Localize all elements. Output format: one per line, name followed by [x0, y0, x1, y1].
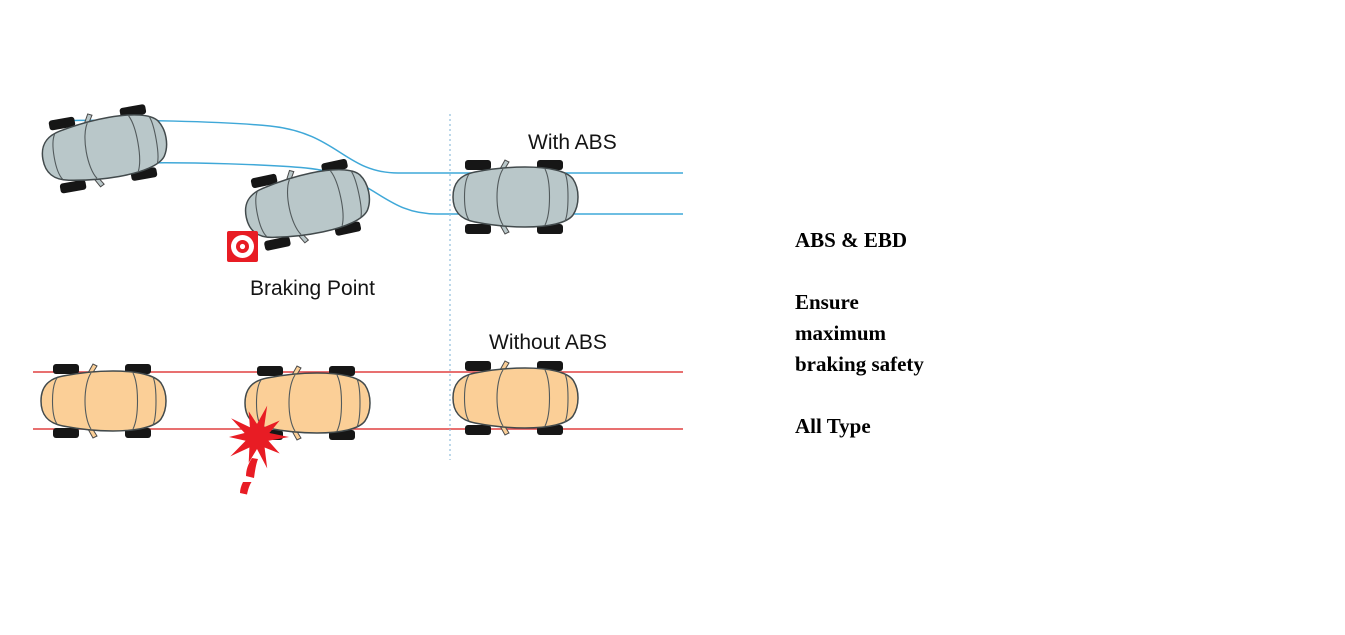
braking-point-icon	[227, 231, 258, 262]
braking-point-label: Braking Point	[250, 277, 375, 300]
car-with-abs-approaching	[452, 159, 579, 235]
crash-icon	[229, 405, 289, 495]
feature-footer: All Type	[795, 414, 871, 438]
skid-mark-icon	[246, 458, 258, 478]
car-with-abs-braking	[237, 154, 378, 255]
spacer	[795, 380, 924, 411]
with-abs-label: With ABS	[528, 131, 617, 154]
car-without-abs-stopped	[40, 363, 167, 439]
feature-text-block: ABS & EBD Ensure maximum braking safety …	[795, 225, 924, 442]
feature-line: maximum	[795, 321, 886, 345]
feature-line: braking safety	[795, 352, 924, 376]
spacer	[795, 256, 924, 287]
skid-mark-icon	[240, 482, 252, 495]
feature-line: Ensure	[795, 290, 859, 314]
car-with-abs-swerved	[35, 100, 174, 197]
abs-trajectory-line-lower	[139, 162, 683, 215]
without-abs-label: Without ABS	[489, 331, 607, 354]
feature-title: ABS & EBD	[795, 228, 908, 252]
